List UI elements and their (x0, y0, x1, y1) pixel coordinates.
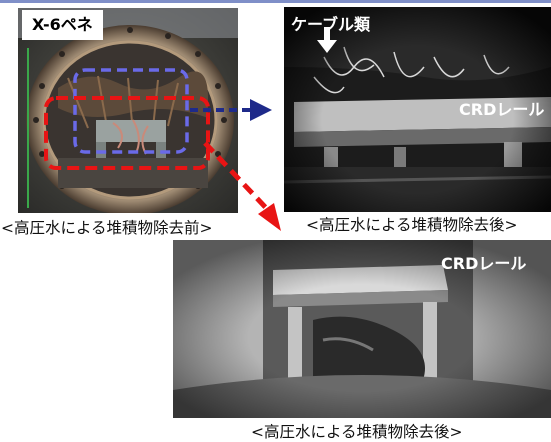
crd-rail-label-top: CRDレール (459, 100, 545, 119)
red-arrow-head (258, 203, 281, 231)
cable-pointer-arrow (317, 27, 337, 53)
top-rule (0, 0, 551, 3)
caption-after-top: <高圧水による堆積物除去後> (306, 216, 518, 234)
photo-after-removal-bottom (173, 240, 551, 418)
photo-after-removal-top (284, 7, 551, 212)
blue-arrow-head (250, 99, 272, 121)
caption-after-bottom: <高圧水による堆積物除去後> (251, 423, 463, 441)
cable-label: ケーブル類 (291, 15, 371, 34)
caption-before: <高圧水による堆積物除去前> (1, 219, 213, 237)
crd-rail-label-bottom: CRDレール (441, 254, 527, 273)
penetration-label: X-6ペネ (22, 10, 103, 40)
